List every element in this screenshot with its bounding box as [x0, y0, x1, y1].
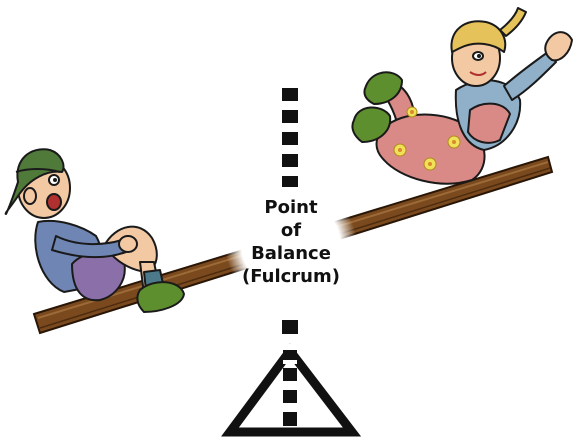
label-line-4: (Fulcrum): [232, 265, 350, 288]
label-line-1: Point: [232, 196, 350, 219]
boy-figure: [6, 149, 184, 312]
fulcrum-label: Point of Balance (Fulcrum): [232, 196, 350, 288]
label-line-2: of: [232, 219, 350, 242]
label-line-3: Balance: [232, 242, 350, 265]
girl-figure: [352, 8, 572, 184]
fulcrum-triangle-icon: [230, 344, 352, 432]
